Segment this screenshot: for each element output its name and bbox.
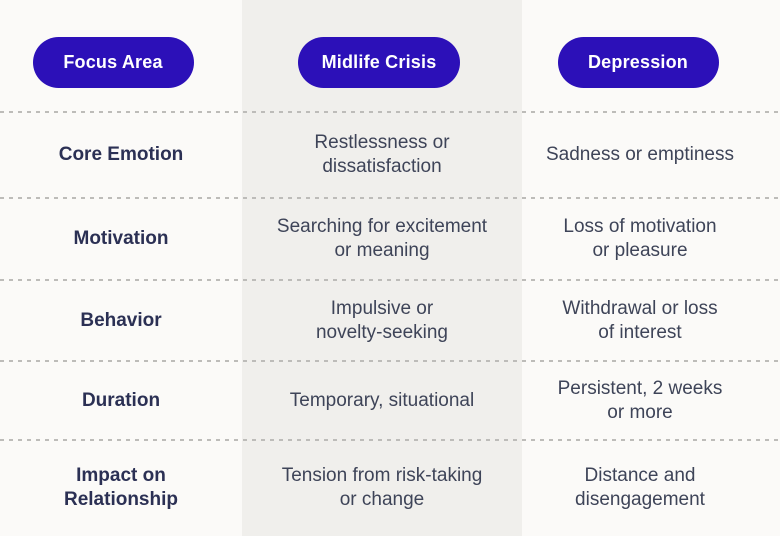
motivation-midlife-value: Searching for excitement or meaning (276, 216, 488, 261)
row-divider (0, 439, 780, 441)
row-divider (0, 197, 780, 199)
table-cell: Impulsive or novelty-seeking (242, 280, 522, 361)
row-divider (0, 279, 780, 281)
table-row-label: Core Emotion (0, 112, 242, 198)
table-row-label: Behavior (0, 280, 242, 361)
table-cell: Distance and disengagement (522, 440, 780, 536)
row-label-motivation: Motivation (73, 228, 169, 250)
table-cell: Sadness or emptiness (522, 112, 780, 198)
table-cell: Persistent, 2 weeks or more (522, 361, 780, 440)
core-emotion-depression-value: Sadness or emptiness (546, 144, 734, 166)
table-cell: Withdrawal or loss of interest (522, 280, 780, 361)
behavior-depression-value: Withdrawal or loss of interest (562, 297, 718, 343)
impact-midlife-value: Tension from risk-taking or change (281, 465, 483, 510)
midlife-column-band (242, 0, 522, 536)
midlife-crisis-header-pill: Midlife Crisis (297, 36, 461, 88)
row-label-core-emotion: Core Emotion (58, 144, 184, 166)
depression-header-pill: Depression (557, 36, 719, 88)
duration-depression-value: Persistent, 2 weeks or more (557, 377, 723, 423)
table-row-label: Duration (0, 361, 242, 440)
table-cell: Restlessness or dissatisfaction (242, 112, 522, 198)
behavior-midlife-value: Impulsive or novelty-seeking (315, 297, 449, 343)
row-label-duration: Duration (81, 389, 161, 411)
table-row-label: Impact on Relationship (0, 440, 242, 536)
table-cell: Loss of motivation or pleasure (522, 198, 780, 280)
table-cell: Temporary, situational (242, 361, 522, 440)
header-cell-midlife-crisis: Midlife Crisis (242, 0, 522, 112)
row-divider (0, 111, 780, 113)
header-cell-depression: Depression (522, 0, 780, 112)
impact-depression-value: Distance and disengagement (575, 465, 705, 510)
table-row-label: Motivation (0, 198, 242, 280)
focus-area-header-pill: Focus Area (32, 36, 194, 88)
table-cell: Tension from risk-taking or change (242, 440, 522, 536)
core-emotion-midlife-value: Restlessness or dissatisfaction (314, 132, 450, 177)
motivation-depression-value: Loss of motivation or pleasure (563, 216, 717, 261)
row-label-behavior: Behavior (80, 309, 162, 331)
row-label-impact-on-relationship: Impact on Relationship (63, 465, 178, 510)
row-divider (0, 360, 780, 362)
header-cell-focus-area: Focus Area (0, 0, 242, 112)
duration-midlife-value: Temporary, situational (289, 389, 475, 411)
table-cell: Searching for excitement or meaning (242, 198, 522, 280)
